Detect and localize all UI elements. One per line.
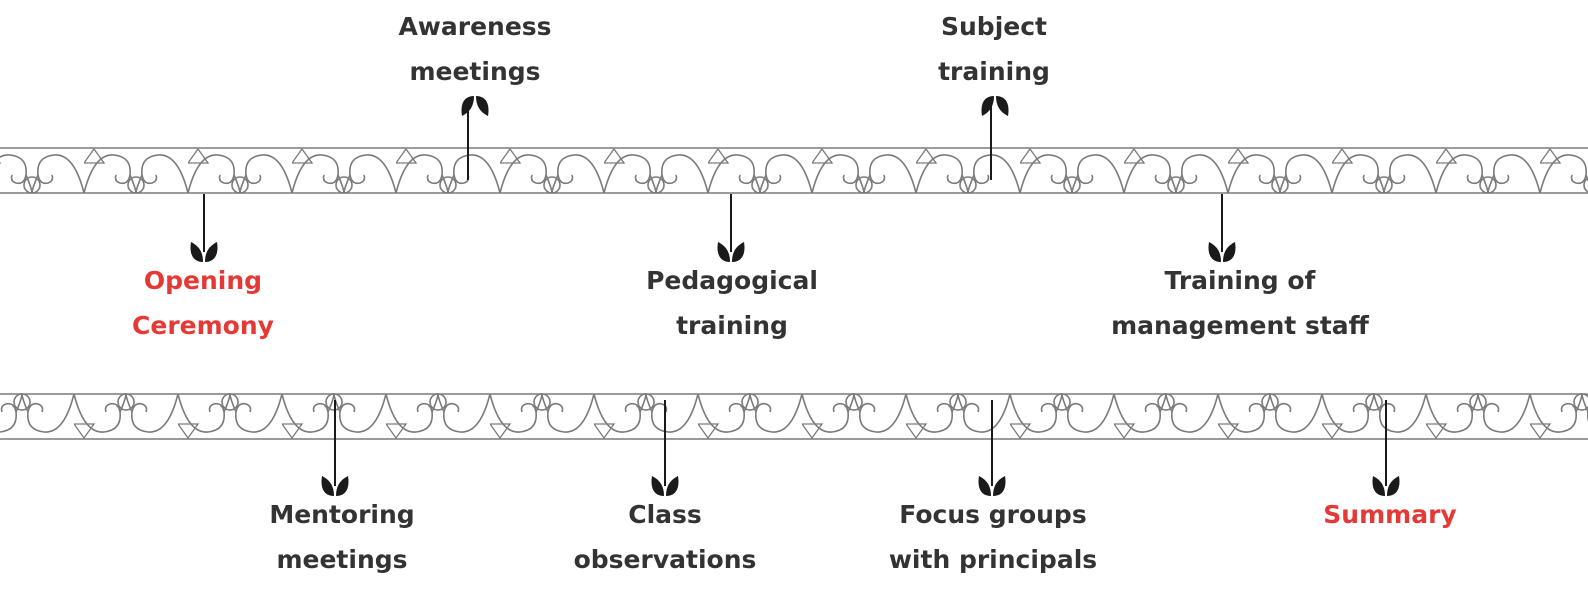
leaf-sprout-icon <box>187 238 221 264</box>
milestone-label-training-of-management-staff: Training of management staff <box>1111 266 1369 340</box>
connector-line <box>664 400 666 486</box>
lower-ornament-band <box>0 392 1588 442</box>
upper-ornament-band <box>0 145 1588 195</box>
milestone-label-focus-groups-with-principals: Focus groups with principals <box>888 500 1098 574</box>
leaf-sprout-icon <box>1369 472 1403 498</box>
lower-ornament-svg <box>0 392 1588 442</box>
upper-ornament-svg <box>0 145 1588 195</box>
milestone-label-class-observations: Class observations <box>573 500 757 574</box>
leaf-sprout-icon <box>978 94 1012 120</box>
connector-line <box>203 194 205 252</box>
leaf-sprout-icon <box>318 472 352 498</box>
connector-line <box>990 104 992 180</box>
connector-line <box>467 104 469 180</box>
milestone-label-opening-ceremony: Opening Ceremony <box>132 266 274 340</box>
milestone-label-awareness-meetings: Awareness meetings <box>398 12 552 86</box>
leaf-sprout-icon <box>648 472 682 498</box>
leaf-sprout-icon <box>975 472 1009 498</box>
connector-line <box>730 194 732 252</box>
milestone-label-summary: Summary <box>1323 500 1457 529</box>
connector-line <box>1385 400 1387 486</box>
leaf-sprout-icon <box>458 94 492 120</box>
connector-line <box>1221 194 1223 252</box>
leaf-sprout-icon <box>714 238 748 264</box>
leaf-sprout-icon <box>1205 238 1239 264</box>
milestone-label-mentoring-meetings: Mentoring meetings <box>269 500 415 574</box>
connector-line <box>334 400 336 486</box>
connector-line <box>991 400 993 486</box>
milestone-label-pedagogical-training: Pedagogical training <box>646 266 818 340</box>
milestone-label-subject-training: Subject training <box>938 12 1050 86</box>
